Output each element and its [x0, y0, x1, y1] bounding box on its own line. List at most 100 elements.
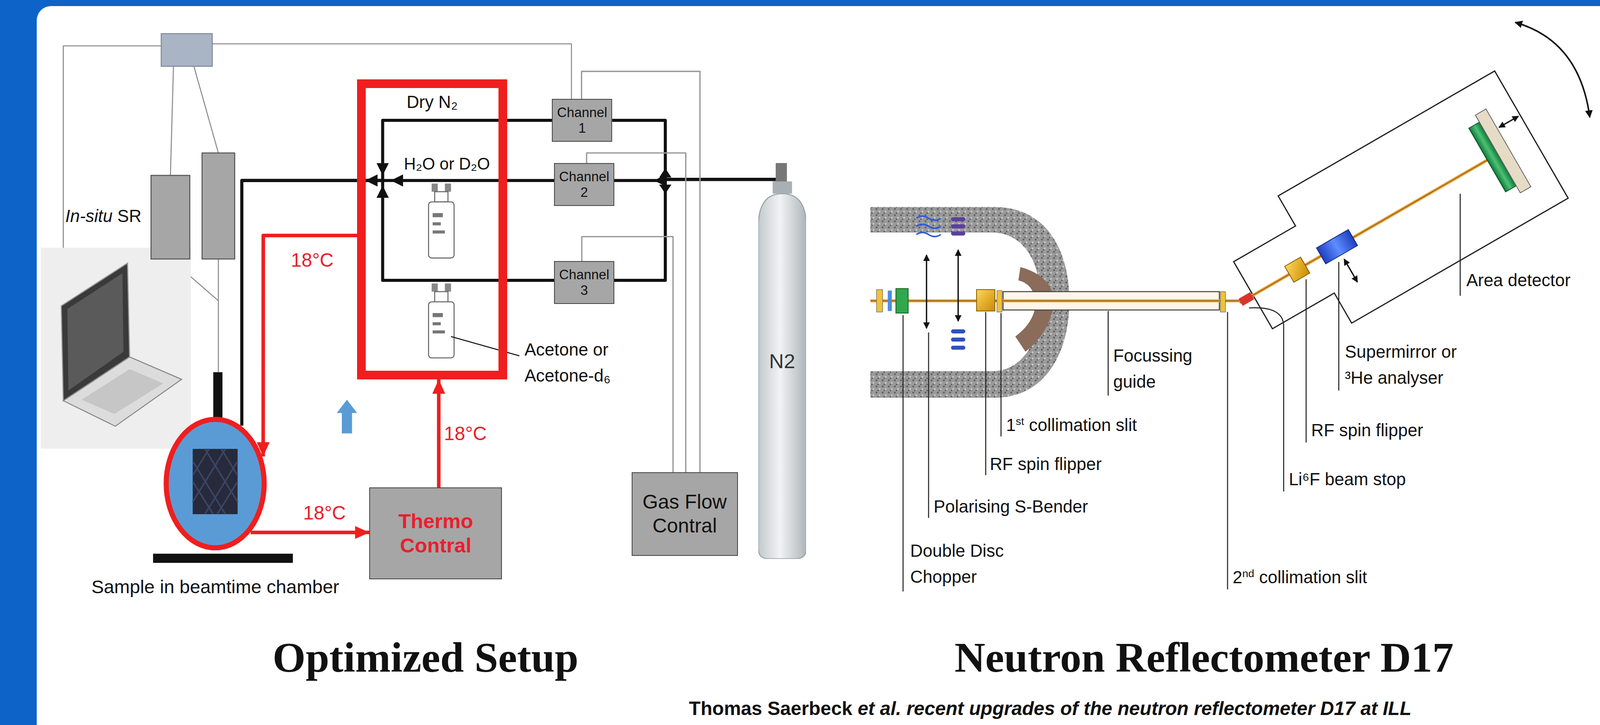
node-label: Channel 1 — [554, 104, 610, 136]
citation: D17 — [1320, 698, 1356, 720]
gas-cylinder-shape — [758, 193, 807, 560]
beamline-parts — [916, 216, 941, 237]
bottle — [434, 191, 449, 203]
part-label: RF spin flipper — [989, 451, 1102, 478]
liquid-label: Acetone or Acetone-d₆ — [524, 336, 629, 389]
bottle — [428, 301, 455, 358]
citation: et — [857, 698, 875, 720]
beamline-parts — [1220, 291, 1226, 313]
chamber-shape — [193, 449, 238, 515]
temperature-label: 18°C — [289, 249, 336, 272]
leader-line — [902, 315, 904, 592]
bottle — [432, 313, 443, 318]
sensor-boxes — [161, 33, 213, 67]
node-label: Channel 3 — [556, 267, 612, 299]
bottle — [434, 291, 449, 303]
arrow-head — [432, 379, 446, 394]
citation: recent — [906, 698, 964, 720]
beamline-parts — [925, 255, 928, 329]
gas-line — [614, 179, 777, 281]
part-label: Area detector — [1466, 267, 1571, 294]
beamline-parts — [950, 345, 966, 350]
gas-line — [241, 180, 555, 426]
laptop — [81, 369, 164, 414]
device-label: In-situ — [65, 206, 113, 226]
flow-arrow — [336, 400, 358, 434]
laptop — [40, 247, 191, 449]
heated-enclosure: Dry N₂ — [357, 79, 508, 380]
bottle — [432, 330, 445, 334]
bottle — [428, 283, 455, 359]
sensor-boxes — [150, 33, 235, 419]
detector-arm — [1203, 71, 1569, 367]
background — [36, 6, 1600, 725]
bottle — [432, 222, 441, 226]
gas-line — [612, 120, 777, 180]
beamline-parts — [895, 288, 909, 314]
flow-arrow — [336, 400, 358, 434]
beamline-parts — [887, 290, 892, 312]
leader-line — [1249, 308, 1284, 492]
part-label: st — [1015, 415, 1024, 428]
chamber-shape — [193, 449, 238, 515]
temperature-label: 18°C — [301, 502, 348, 525]
part-label: Polarising S-Bender — [933, 493, 1089, 520]
citation: Thomas — [688, 698, 763, 720]
liquid-label: H₂O or D₂O — [403, 151, 490, 177]
detector-arm — [1475, 108, 1532, 193]
bottle — [432, 322, 441, 326]
coolant-line — [263, 235, 358, 457]
citation: Saerbeck — [767, 698, 853, 720]
detector-arm — [1316, 229, 1358, 265]
coolant-line — [436, 379, 441, 488]
sensor-boxes — [202, 153, 235, 260]
gas-line — [241, 180, 555, 426]
gas-line — [614, 179, 777, 281]
gas-line — [241, 180, 555, 426]
computer-wiring — [170, 66, 174, 176]
rotation-arrow — [1515, 22, 1591, 118]
node-label: Channel 2 — [556, 169, 612, 200]
node-label: Thermo Contral — [372, 509, 499, 559]
controller-box: Gas Flow Contral — [631, 472, 738, 557]
part-label: 2nd collimation slit — [1232, 564, 1368, 591]
sensor-boxes — [150, 175, 190, 260]
citation: upgrades — [969, 698, 1056, 720]
bottle — [431, 183, 438, 192]
gas-cylinder: N2 — [758, 163, 807, 560]
beamline-parts — [916, 232, 941, 237]
leader-line — [1305, 279, 1307, 443]
part-label: Focussing guide — [1113, 342, 1214, 395]
sample-chamber: Sample in beamtime chamber — [163, 416, 268, 551]
bottle — [428, 202, 455, 259]
beamline-parts — [950, 224, 966, 229]
part-label: RF spin flipper — [1311, 417, 1423, 444]
detector-arm — [1216, 71, 1569, 360]
leader-line — [927, 332, 929, 519]
controller-box: Thermo Contral — [369, 487, 502, 580]
citation: reflectometer — [1193, 698, 1315, 720]
detector-arm — [1239, 159, 1489, 304]
neutron-guide — [870, 291, 1240, 311]
gas-cylinder-shape — [772, 181, 792, 194]
bottle — [444, 183, 451, 192]
sample-stand — [153, 554, 293, 564]
citation: ILL — [1382, 698, 1412, 720]
device-label: SR — [117, 206, 142, 226]
node-label: Dry N₂ — [406, 91, 458, 113]
citation: neutron — [1117, 698, 1189, 720]
chamber-shape — [163, 416, 268, 551]
leader-line — [1107, 311, 1109, 396]
device-label: In-situ SR — [65, 203, 142, 230]
chamber-label: Sample in beamtime chamber — [91, 576, 340, 599]
detector-arm — [1284, 257, 1310, 283]
node-label: N2 — [769, 349, 796, 374]
part-label: nd — [1242, 567, 1255, 580]
arrow-head — [355, 526, 370, 540]
leader-line — [451, 336, 520, 357]
laptop — [63, 357, 182, 427]
beamline-parts — [876, 216, 1226, 351]
detector-arm — [1239, 159, 1489, 304]
citation: Thomas Saerbeck et al. recent upgrades o… — [688, 697, 1412, 721]
detector-arm — [1498, 116, 1519, 128]
